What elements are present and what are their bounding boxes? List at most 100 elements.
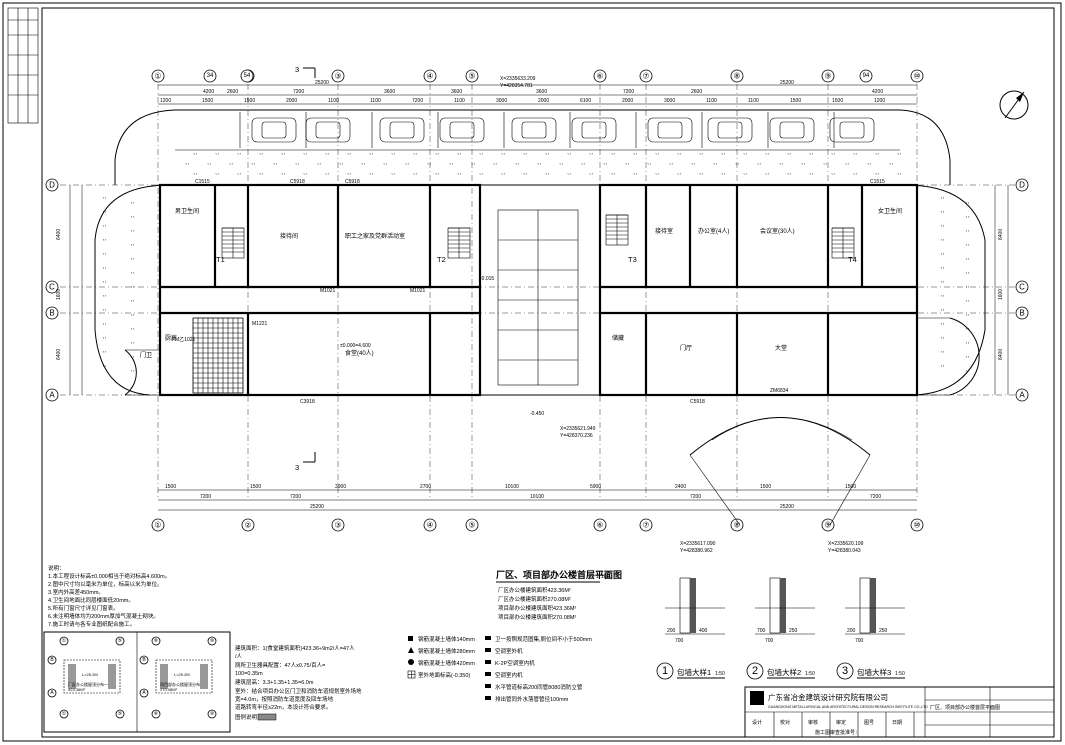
stair-flight (447, 227, 471, 259)
door-m1221: M1221 (252, 321, 268, 327)
axis-bottom-label: ⑨ (824, 521, 831, 530)
dim-top-sub: 2000 (622, 98, 633, 104)
car-icon (707, 117, 753, 143)
axis-bottom-5: ⑤ (465, 518, 479, 532)
grass-mark: 丷 (102, 238, 107, 244)
svg-text:3: 3 (295, 65, 299, 74)
grass-mark: 丷 (940, 266, 945, 272)
grass-mark: 丷 (102, 294, 107, 300)
axis-bottom-label: ⑦ (642, 521, 649, 530)
grass-mark: 丷 (413, 172, 418, 178)
grass-mark: 丷 (369, 152, 374, 158)
grass-mark: 丷 (102, 210, 107, 216)
legend-item: 室外地面标高(-0.350) (407, 670, 470, 679)
grass-mark: 丷 (215, 172, 220, 178)
axis-top-label: ① (154, 72, 161, 81)
grass-mark: 丷 (130, 229, 135, 235)
coord-4b: Y=428380.043 (828, 548, 861, 554)
legend-text: 排出管同外水落管管径100mm (495, 695, 569, 703)
grass-mark: 丷 (515, 162, 520, 168)
grid-lines (60, 84, 1015, 500)
legend-text: K-2P空调室内机 (495, 659, 535, 667)
grass-mark: 丷 (699, 152, 704, 158)
dim-top-sub: 1500 (244, 98, 255, 104)
svg-text:400: 400 (699, 628, 708, 634)
grass-mark: 丷 (867, 162, 872, 168)
coord-2b: Y=428370.236 (560, 433, 593, 439)
tb-field: 日期 (892, 720, 902, 726)
grass-mark: 丷 (479, 172, 484, 178)
axis-bottom-label: ⑤ (468, 521, 475, 530)
axis-right-label: C (1019, 283, 1025, 292)
svg-text:2: 2 (752, 665, 758, 677)
axis-right-label: B (1019, 309, 1024, 318)
dimension-bottom: 25200 25200 (158, 489, 917, 511)
grass-mark: 丷 (611, 152, 616, 158)
ind-3: 厕所卫生器具配置：47人x0.75/百人= (235, 661, 325, 669)
grass-mark: 丷 (699, 172, 704, 178)
room-canteen: 食堂(40人) (345, 349, 374, 357)
grass-mark: 丷 (229, 162, 234, 168)
dim-bottom-sub: 2700 (420, 484, 431, 490)
grass-mark: 丷 (435, 152, 440, 158)
svg-text:1:50: 1:50 (895, 671, 905, 677)
svg-text:200: 200 (847, 628, 856, 634)
svg-text:700: 700 (855, 638, 864, 644)
win-c3918: C3918 (300, 399, 315, 405)
axis-right-D: D (1015, 178, 1029, 192)
axis-left-C: C (45, 280, 59, 294)
dim-top-sub: 1500 (790, 98, 801, 104)
dim-bottom-sub: 1500 (165, 484, 176, 490)
grass-mark: 丷 (965, 215, 970, 221)
grass-mark: 丷 (251, 162, 256, 168)
grass-mark: 丷 (185, 162, 190, 168)
grass-mark: 丷 (215, 152, 220, 158)
grass-mark: 丷 (735, 162, 740, 168)
grass-mark: 丷 (743, 172, 748, 178)
parking-bays (239, 112, 875, 148)
axis-bottom-10: ⑩ (910, 518, 924, 532)
grass-mark: 丷 (207, 162, 212, 168)
axis-left-label: A (49, 391, 55, 400)
project-name: 厂区、项目部办公楼首层平面图 (930, 704, 1000, 711)
note-3: 3.室内外高差450mm。 (48, 588, 104, 596)
legend-item: 空调室内机 (485, 671, 523, 679)
grass-mark: 丷 (545, 152, 550, 158)
grass-mark: 丷 (471, 162, 476, 168)
room-hall: 大堂 (775, 344, 787, 352)
grass-mark: 丷 (589, 152, 594, 158)
tb-field: 审核 (808, 719, 818, 726)
grass-mark: 丷 (655, 172, 660, 178)
grass-mark: 丷 (581, 162, 586, 168)
grass-mark: 丷 (193, 152, 198, 158)
grass-mark: 丷 (317, 162, 322, 168)
dim-bottom-sub: 3900 (335, 484, 346, 490)
axis-top-label: ⑤ (468, 72, 475, 81)
grass-mark: 丷 (130, 243, 135, 249)
grass-mark: 丷 (940, 294, 945, 300)
car-icon (829, 117, 875, 143)
coord-1: X=2335633.209 (500, 76, 536, 82)
svg-text:⑩: ⑩ (210, 638, 215, 644)
svg-text:L=25.2M: L=25.2M (174, 672, 190, 677)
room-office-a: 接待间 (280, 232, 298, 240)
room-office-4: 办公室(4人) (698, 227, 729, 235)
axis-top-extra: 54 (240, 69, 254, 83)
grass-mark: 丷 (102, 224, 107, 230)
grass-mark: 丷 (567, 152, 572, 158)
grass-mark: 丷 (965, 243, 970, 249)
grass-mark: 丷 (457, 152, 462, 158)
svg-text:⑤: ⑤ (118, 638, 122, 644)
coord-3: X=2335617.090 (680, 541, 716, 547)
tb-field: 设计 (752, 719, 762, 726)
grass-mark: 丷 (940, 252, 945, 258)
grass-mark: 丷 (965, 229, 970, 235)
axis-top-10: ⑩ (910, 69, 924, 83)
car-icon (511, 117, 557, 143)
grass-mark: 丷 (130, 313, 135, 319)
svg-text:B: B (142, 657, 146, 663)
win-c5918: C5918 (345, 179, 360, 185)
